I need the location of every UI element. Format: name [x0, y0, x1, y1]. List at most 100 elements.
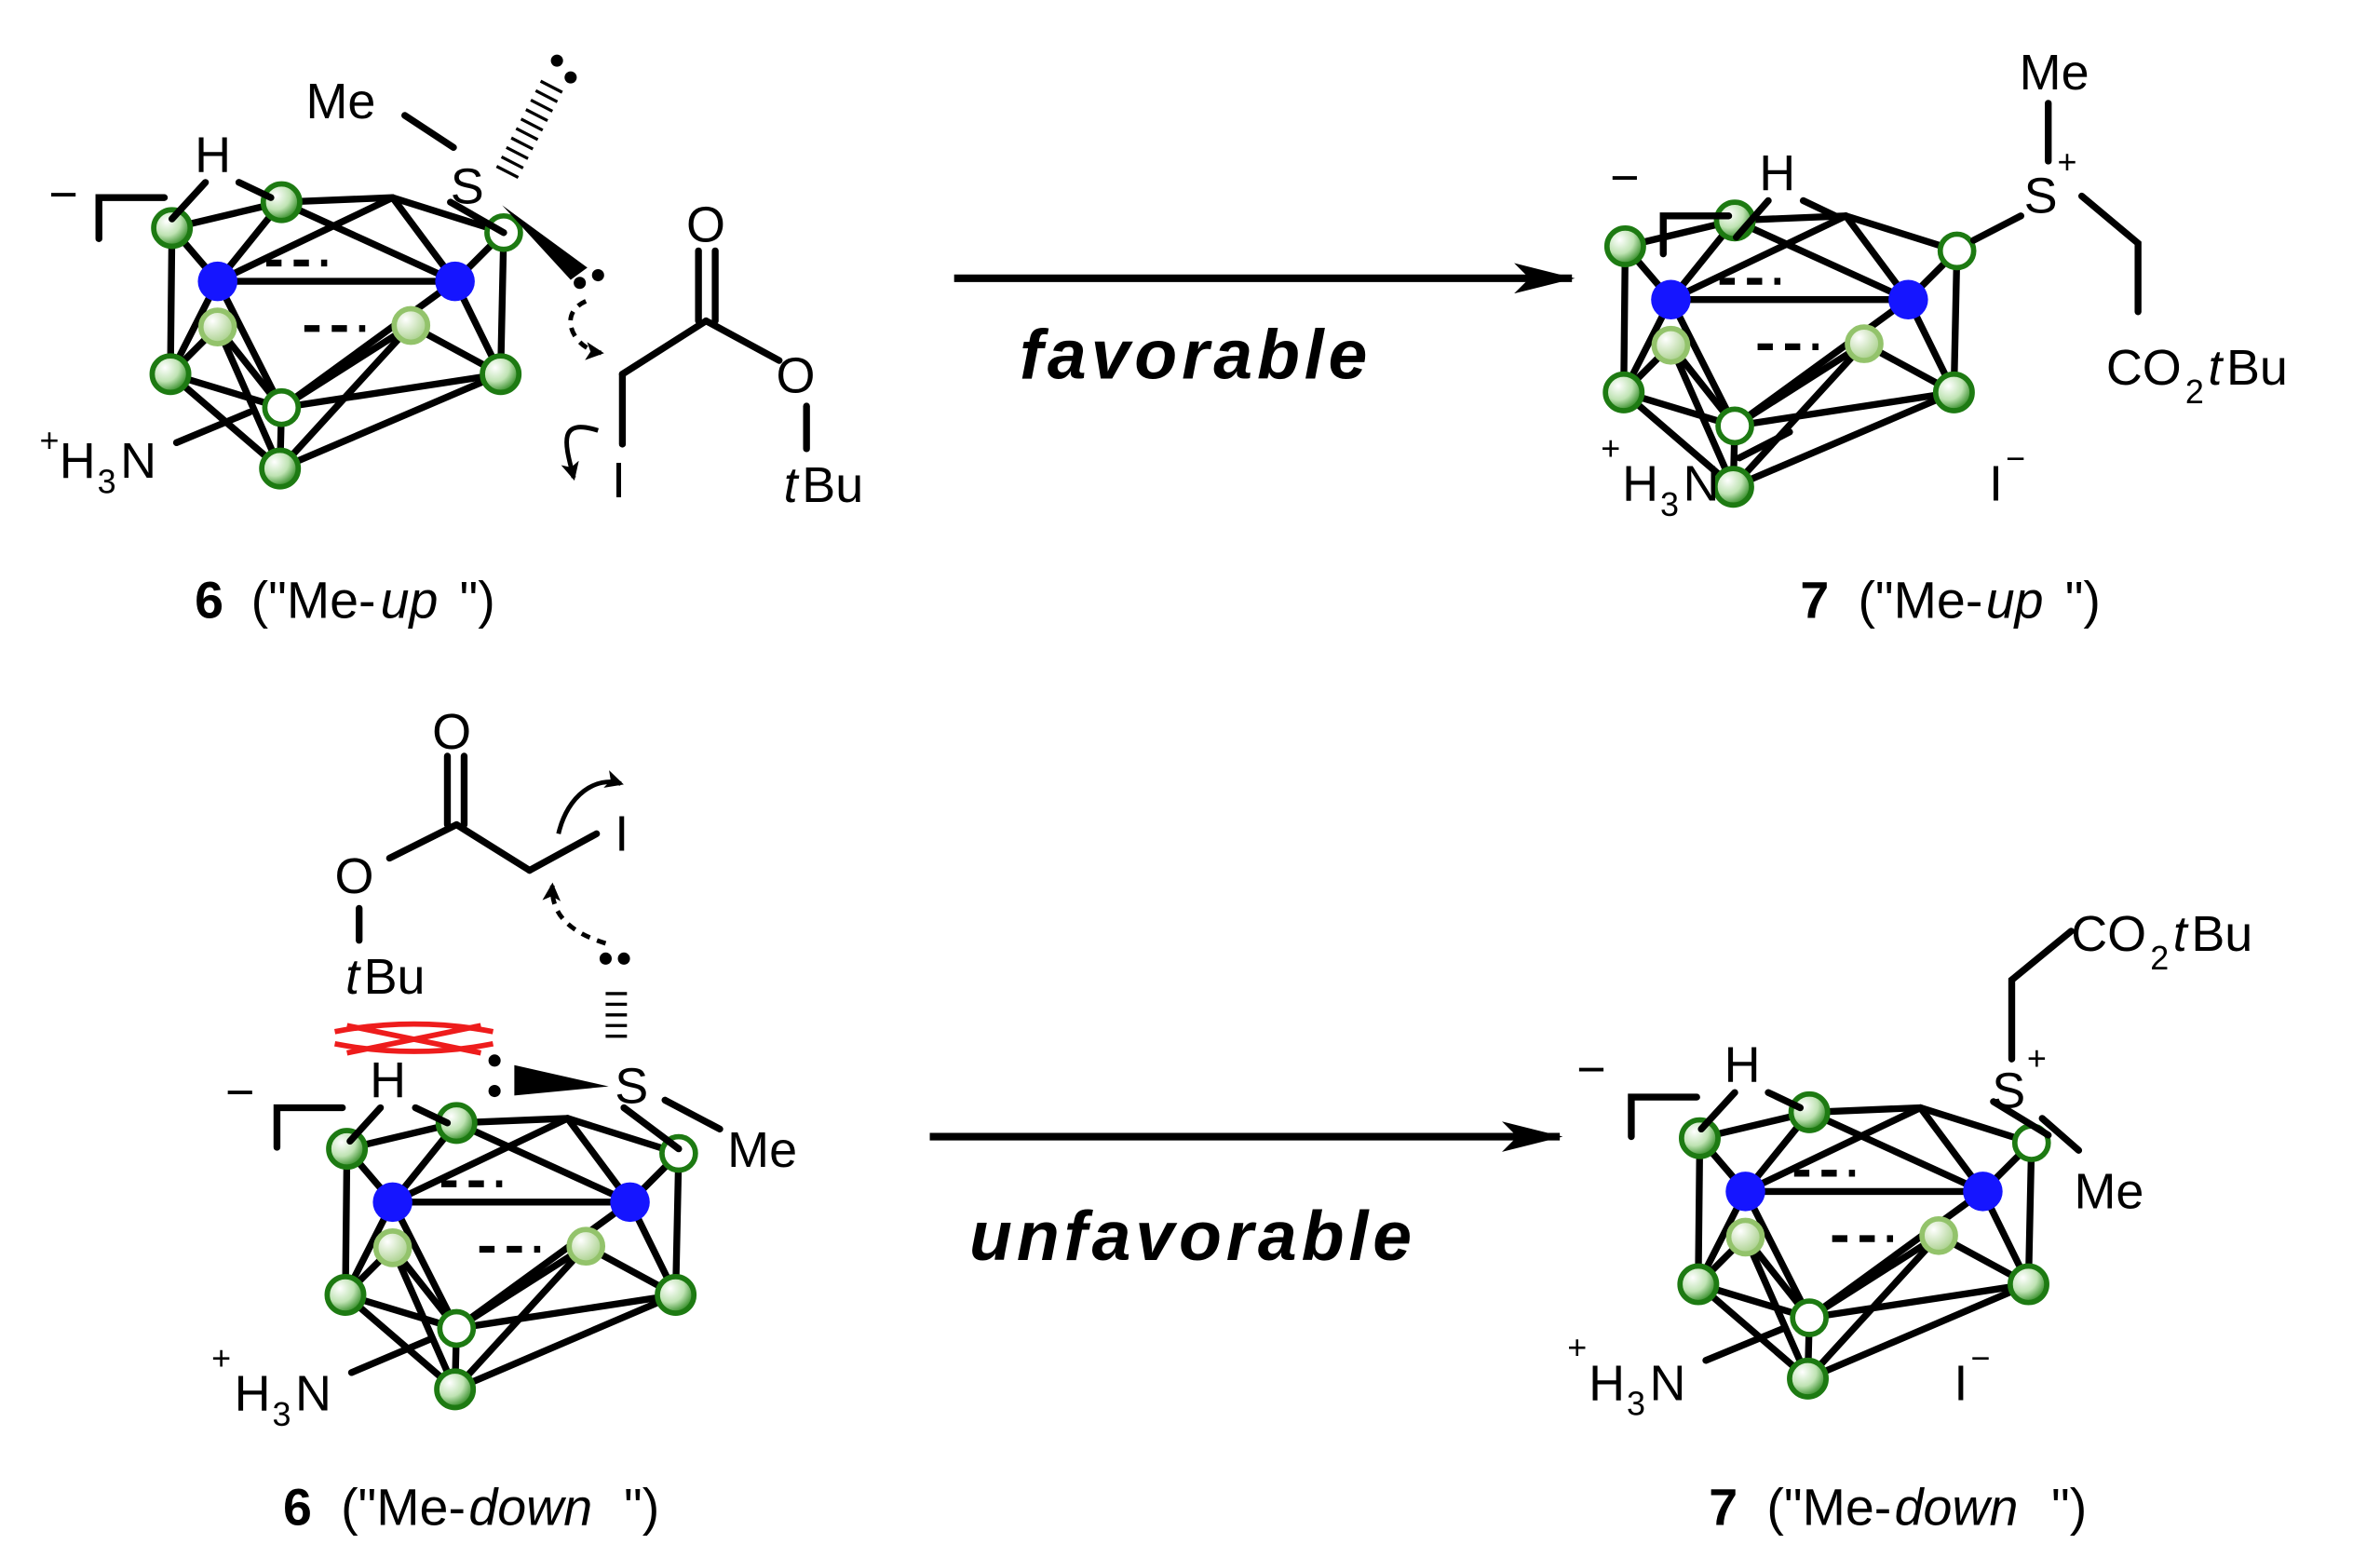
cage-minus-charge: − [48, 167, 78, 223]
iodide-charge: − [1970, 1339, 1990, 1377]
ester-subscript: 2 [2150, 939, 2169, 977]
cage-minus-charge: − [1610, 150, 1640, 206]
sulfur-label: S [615, 1059, 648, 1115]
ester-t: t [2208, 340, 2224, 396]
compound-number: 7 [1800, 571, 1829, 629]
ammonium-h: H [1589, 1355, 1625, 1411]
lone-pair-dot [488, 1084, 501, 1098]
descriptor-italic: up [1986, 571, 2044, 629]
compound-6-me-up: − H + H 3 N S Me I O O t Bu 6 ("Me- [39, 54, 863, 629]
tbu-t: t [345, 949, 361, 1005]
lone-pair-dot [574, 277, 587, 290]
ester-o-label: O [335, 848, 374, 904]
sulfonium-plus: + [2058, 142, 2077, 181]
methyl-label: Me [2020, 45, 2089, 101]
descriptor-italic: down [1895, 1478, 2019, 1536]
favorable-label: favorable [1020, 316, 1372, 394]
s-methyl-bond [661, 1096, 723, 1133]
s-methyl-bond [2038, 1115, 2083, 1154]
ammonium-n: N [120, 433, 156, 489]
carbonyl-o-label: O [432, 704, 471, 760]
carborane-cage [152, 184, 520, 487]
ester-bu: Bu [2191, 906, 2252, 962]
ester-o-bond [385, 820, 460, 862]
cage-counterion-bracket [1628, 1093, 1700, 1141]
compound-7-me-up: − H + H 3 N S + Me CO 2 t Bu I − 7 ("Me-… [1601, 45, 2288, 629]
methyl-label: Me [305, 74, 375, 129]
ch2-iodo-bond [526, 830, 601, 874]
lone-pair-dot [617, 952, 630, 965]
lone-pair-dot [599, 952, 612, 965]
h-bond-right [412, 1104, 452, 1127]
bridging-h-label: H [195, 127, 231, 183]
lone-pair-dot [564, 71, 577, 84]
cage-minus-charge: − [1576, 1042, 1606, 1098]
ester-co: CO [2106, 340, 2182, 396]
sulfonium-plus: + [2027, 1039, 2047, 1077]
methyl-label: Me [2075, 1163, 2144, 1219]
descriptor-close: ") [460, 571, 495, 629]
ester-o-bond [702, 317, 783, 364]
ch2-carbonyl-bond [618, 317, 710, 378]
ammonium-bond [347, 1335, 435, 1376]
s-methyl-bond [401, 112, 457, 151]
ester-t: t [2173, 906, 2189, 962]
descriptor-italic: up [381, 571, 439, 629]
descriptor-open: ("Me- [251, 571, 376, 629]
lone-pair-dot [591, 269, 604, 282]
descriptor-italic: down [468, 1478, 592, 1536]
iodo-label: I [615, 806, 629, 861]
cage-counterion-bracket [1659, 212, 1733, 258]
steric-clash-mark [334, 1021, 494, 1056]
curved-arrow-leaving-group [561, 425, 600, 481]
s-lone-pair-hash-bond [495, 73, 567, 180]
ammonium-subscript: 3 [1660, 485, 1679, 523]
h-bond-right [1799, 196, 1839, 220]
h-bond [1733, 196, 1772, 241]
ammonium-h: H [60, 433, 96, 489]
descriptor-open: ("Me- [341, 1478, 466, 1536]
descriptor-open: ("Me- [1766, 1478, 1891, 1536]
compound-number: 6 [195, 571, 223, 629]
h-bond [346, 1104, 385, 1145]
lone-pair-dot [550, 54, 563, 67]
curved-arrow-leaving-group [556, 770, 624, 834]
cage-counterion-bracket [95, 194, 169, 243]
h-bond-right [235, 179, 275, 201]
h-bond [168, 179, 210, 223]
b-s-bond [1969, 212, 2024, 244]
tbu-bu: Bu [802, 457, 863, 513]
s-ch2-bond [2078, 192, 2142, 316]
ammonium-bond [172, 408, 253, 447]
iodide-label: I [1954, 1355, 1968, 1411]
ammonium-n: N [1650, 1355, 1686, 1411]
ammonium-subscript: 3 [1627, 1385, 1645, 1423]
ammonium-plus: + [211, 1339, 231, 1377]
methyl-label: Me [727, 1122, 797, 1178]
ammonium-h: H [1622, 455, 1658, 511]
iodo-label: I [612, 453, 626, 508]
ammonium-bond [1702, 1324, 1788, 1364]
ammonium-subscript: 3 [98, 462, 116, 500]
h-bond [1697, 1089, 1738, 1133]
bridging-h-label: H [1724, 1037, 1761, 1093]
ammonium-plus: + [1601, 428, 1620, 467]
ch2-carbonyl-bond [453, 820, 534, 874]
ammonium-plus: + [39, 421, 59, 459]
s-lone-pair-wedge [514, 1064, 609, 1096]
carbonyl-o-label: O [686, 197, 725, 253]
descriptor-close: ") [2051, 1478, 2087, 1536]
ammonium-h: H [235, 1366, 271, 1422]
compound-7-me-down: − H + H 3 N S + CO 2 t Bu Me I − 7 ("Me-… [1567, 906, 2252, 1536]
bridging-h-label: H [370, 1052, 406, 1108]
bridging-h-label: H [1759, 145, 1795, 201]
sulfur-label: S [1992, 1064, 2025, 1119]
descriptor-close: ") [2065, 571, 2101, 629]
iodide-charge: − [2006, 440, 2025, 478]
ammonium-n: N [1684, 455, 1720, 511]
ammonium-bond [1736, 428, 1793, 462]
ester-bu: Bu [2226, 340, 2288, 396]
curved-arrow-nucleophile [542, 882, 607, 946]
compound-number: 7 [1709, 1478, 1738, 1536]
